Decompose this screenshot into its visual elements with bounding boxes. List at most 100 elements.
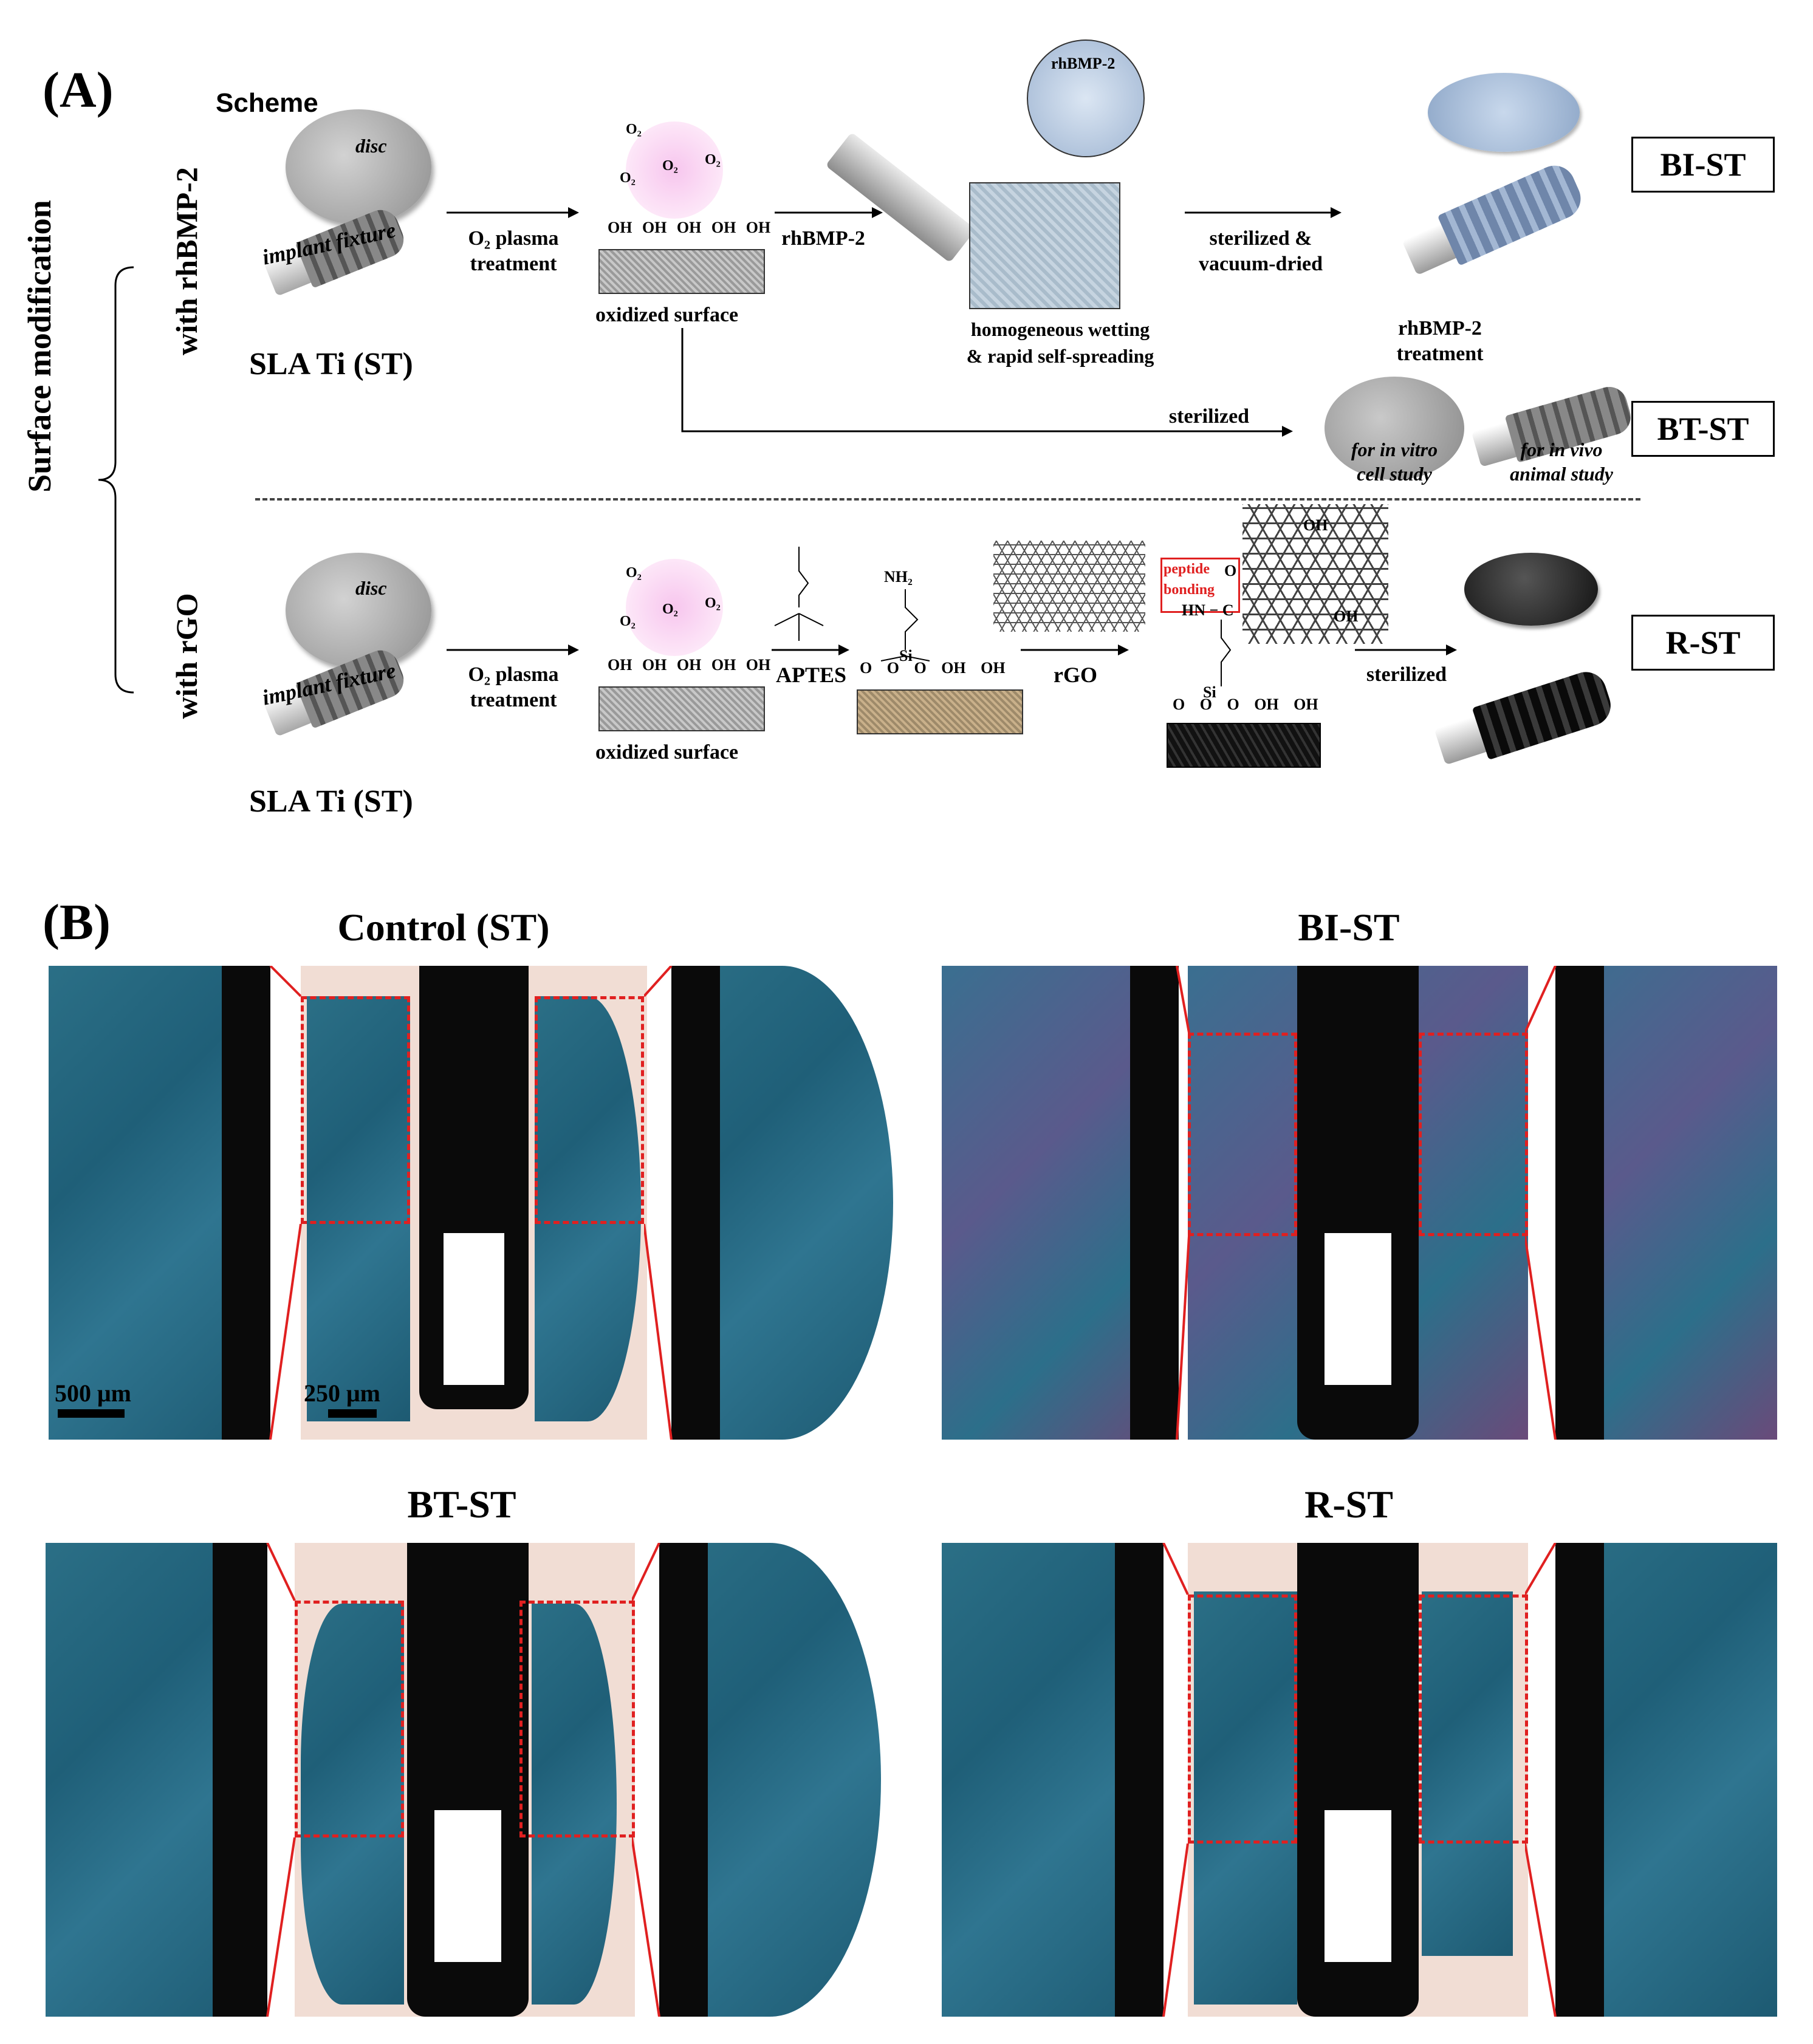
arrow-plasma-row2 bbox=[447, 644, 579, 655]
sterilized-label-row1: sterilized bbox=[1168, 405, 1250, 428]
zoom-connector-left bbox=[1176, 966, 1190, 1440]
carbonyl-o-label: O bbox=[1224, 562, 1237, 579]
arrow-sterilized-branch bbox=[681, 328, 1293, 437]
in-vitro-label: for in vitro cell study bbox=[1318, 437, 1470, 486]
zoom-connector-right bbox=[632, 1543, 660, 2017]
scale-500: 500 μm bbox=[55, 1379, 131, 1407]
scale-bar-250 bbox=[328, 1409, 377, 1418]
in-vitro-l2: cell study bbox=[1357, 463, 1432, 485]
surface-modification-label: Surface modification bbox=[21, 200, 58, 493]
curly-brace bbox=[98, 266, 134, 694]
control-right-zoom bbox=[671, 966, 893, 1440]
rhbmp2-treatment-l1: rhBMP-2 bbox=[1398, 317, 1482, 340]
oxidized-surface-block-row1 bbox=[598, 249, 765, 294]
o2-plasma-l1: O₂ plasma bbox=[468, 663, 559, 686]
bt-st-box: BT-ST bbox=[1631, 401, 1775, 457]
in-vivo-l2: animal study bbox=[1510, 463, 1613, 485]
rgo-label: rGO bbox=[1054, 663, 1097, 687]
rhbmp2-arrow-label: rhBMP-2 bbox=[781, 227, 865, 250]
bt-st-right-zoom bbox=[659, 1543, 881, 2017]
oxidized-surface-block-row2 bbox=[598, 686, 765, 731]
wetted-surface-image bbox=[969, 182, 1120, 309]
zoom-box-right bbox=[1419, 1595, 1528, 1844]
o2-plasma-l1: O₂ plasma bbox=[468, 227, 559, 250]
arrow-plasma-row1 bbox=[447, 207, 579, 218]
o2-molecule: O₂ bbox=[620, 170, 636, 186]
in-vitro-l1: for in vitro bbox=[1351, 439, 1438, 460]
o2-molecule: O₂ bbox=[705, 595, 721, 611]
r-st-left-zoom bbox=[942, 1543, 1164, 2017]
o2-molecule: O₂ bbox=[662, 158, 678, 174]
o-label: O bbox=[860, 659, 872, 677]
o2-plasma-l2: treatment bbox=[470, 689, 557, 711]
sterilized-vacuum-l2: vacuum-dried bbox=[1199, 253, 1323, 275]
oh-label: OH bbox=[1334, 607, 1359, 625]
oxidized-surface-label-row1: oxidized surface bbox=[595, 304, 739, 326]
si-label: Si bbox=[899, 647, 913, 665]
r-st-overview bbox=[1188, 1543, 1528, 2017]
zoom-box-right bbox=[519, 1601, 635, 1837]
bi-st-left-zoom bbox=[942, 966, 1179, 1440]
arrow-sterilized-vacuum bbox=[1185, 207, 1342, 218]
disc-label: disc bbox=[355, 577, 387, 599]
rhbmp2-treatment-label: rhBMP-2 treatment bbox=[1361, 316, 1519, 367]
control-overview bbox=[301, 966, 647, 1440]
bi-st-right-zoom bbox=[1555, 966, 1777, 1440]
o2-molecule: O₂ bbox=[626, 121, 642, 137]
rhbmp2-bubble-label: rhBMP-2 bbox=[1051, 55, 1116, 72]
peptide-l1: peptide bbox=[1164, 561, 1210, 577]
zoom-connector-left bbox=[266, 1543, 296, 2017]
nh2-label: NH₂ bbox=[884, 568, 913, 586]
zoom-connector-left bbox=[269, 966, 302, 1440]
title-bi-st: BI-ST bbox=[1298, 906, 1400, 949]
disc-image bbox=[286, 553, 431, 668]
si-label-2: Si bbox=[1203, 683, 1216, 701]
control-left-zoom bbox=[49, 966, 270, 1440]
scheme-label: Scheme bbox=[216, 88, 318, 118]
oh-groups-row2: OH OH OH OH OH bbox=[608, 656, 771, 674]
panel-b-label: (B) bbox=[43, 894, 111, 951]
r-st-right-zoom bbox=[1555, 1543, 1777, 2017]
peptide-l2: bonding bbox=[1164, 582, 1215, 598]
graphene-oxide-structure-image bbox=[993, 541, 1145, 632]
disc-image bbox=[286, 109, 431, 225]
o2-plasma-cloud-row2 bbox=[626, 559, 723, 656]
o2-plasma-cloud-row1 bbox=[626, 121, 723, 219]
title-control-st: Control (ST) bbox=[337, 906, 550, 949]
aptes-o-groups: O O O OH OH bbox=[860, 659, 1006, 677]
sterilized-vacuum-l1: sterilized & bbox=[1209, 227, 1312, 250]
aptes-surface-block bbox=[857, 689, 1023, 734]
zoom-box-left bbox=[301, 996, 410, 1224]
o-label: O bbox=[1227, 696, 1239, 713]
linker-chain-image bbox=[1221, 620, 1232, 686]
bi-st-overview bbox=[1188, 966, 1528, 1440]
o2-plasma-label-row1: O₂ plasma treatment bbox=[450, 226, 577, 277]
o-label: O bbox=[914, 659, 927, 677]
r-st-disc-image bbox=[1464, 553, 1598, 626]
zoom-connector-left bbox=[1162, 1543, 1189, 2017]
zoom-box-right bbox=[1419, 1033, 1528, 1236]
oh-groups-row1: OH OH OH OH OH bbox=[608, 219, 771, 236]
zoom-box-left bbox=[295, 1601, 404, 1837]
arrow-sterilized-row2 bbox=[1355, 644, 1457, 655]
sterilized-vacuum-label: sterilized & vacuum-dried bbox=[1185, 226, 1337, 277]
o2-molecule: O₂ bbox=[626, 565, 642, 581]
bi-st-implant-image bbox=[1399, 159, 1588, 283]
rhbmp2-treatment-l2: treatment bbox=[1396, 343, 1484, 365]
zoom-box-left bbox=[1188, 1033, 1297, 1236]
row-separator bbox=[255, 498, 1640, 501]
title-r-st: R-ST bbox=[1304, 1483, 1393, 1526]
arrow-aptes bbox=[772, 644, 849, 655]
r-st-box: R-ST bbox=[1631, 615, 1775, 671]
aptes-label: APTES bbox=[775, 663, 847, 687]
arrow-rhbmp2 bbox=[775, 207, 883, 218]
zoom-connector-right bbox=[1525, 1543, 1557, 2017]
oh-pair-label: OH OH bbox=[941, 659, 1006, 677]
row2-label: with rGO bbox=[170, 593, 204, 719]
zoom-box-right bbox=[535, 996, 644, 1224]
zoom-connector-right bbox=[644, 966, 673, 1440]
wetting-label: homogeneous wetting& rapid self-spreadin… bbox=[939, 316, 1182, 369]
in-vivo-l1: for in vivo bbox=[1520, 439, 1603, 460]
sterilized-label-row2: sterilized bbox=[1366, 663, 1447, 686]
o2-plasma-l2: treatment bbox=[470, 253, 557, 275]
